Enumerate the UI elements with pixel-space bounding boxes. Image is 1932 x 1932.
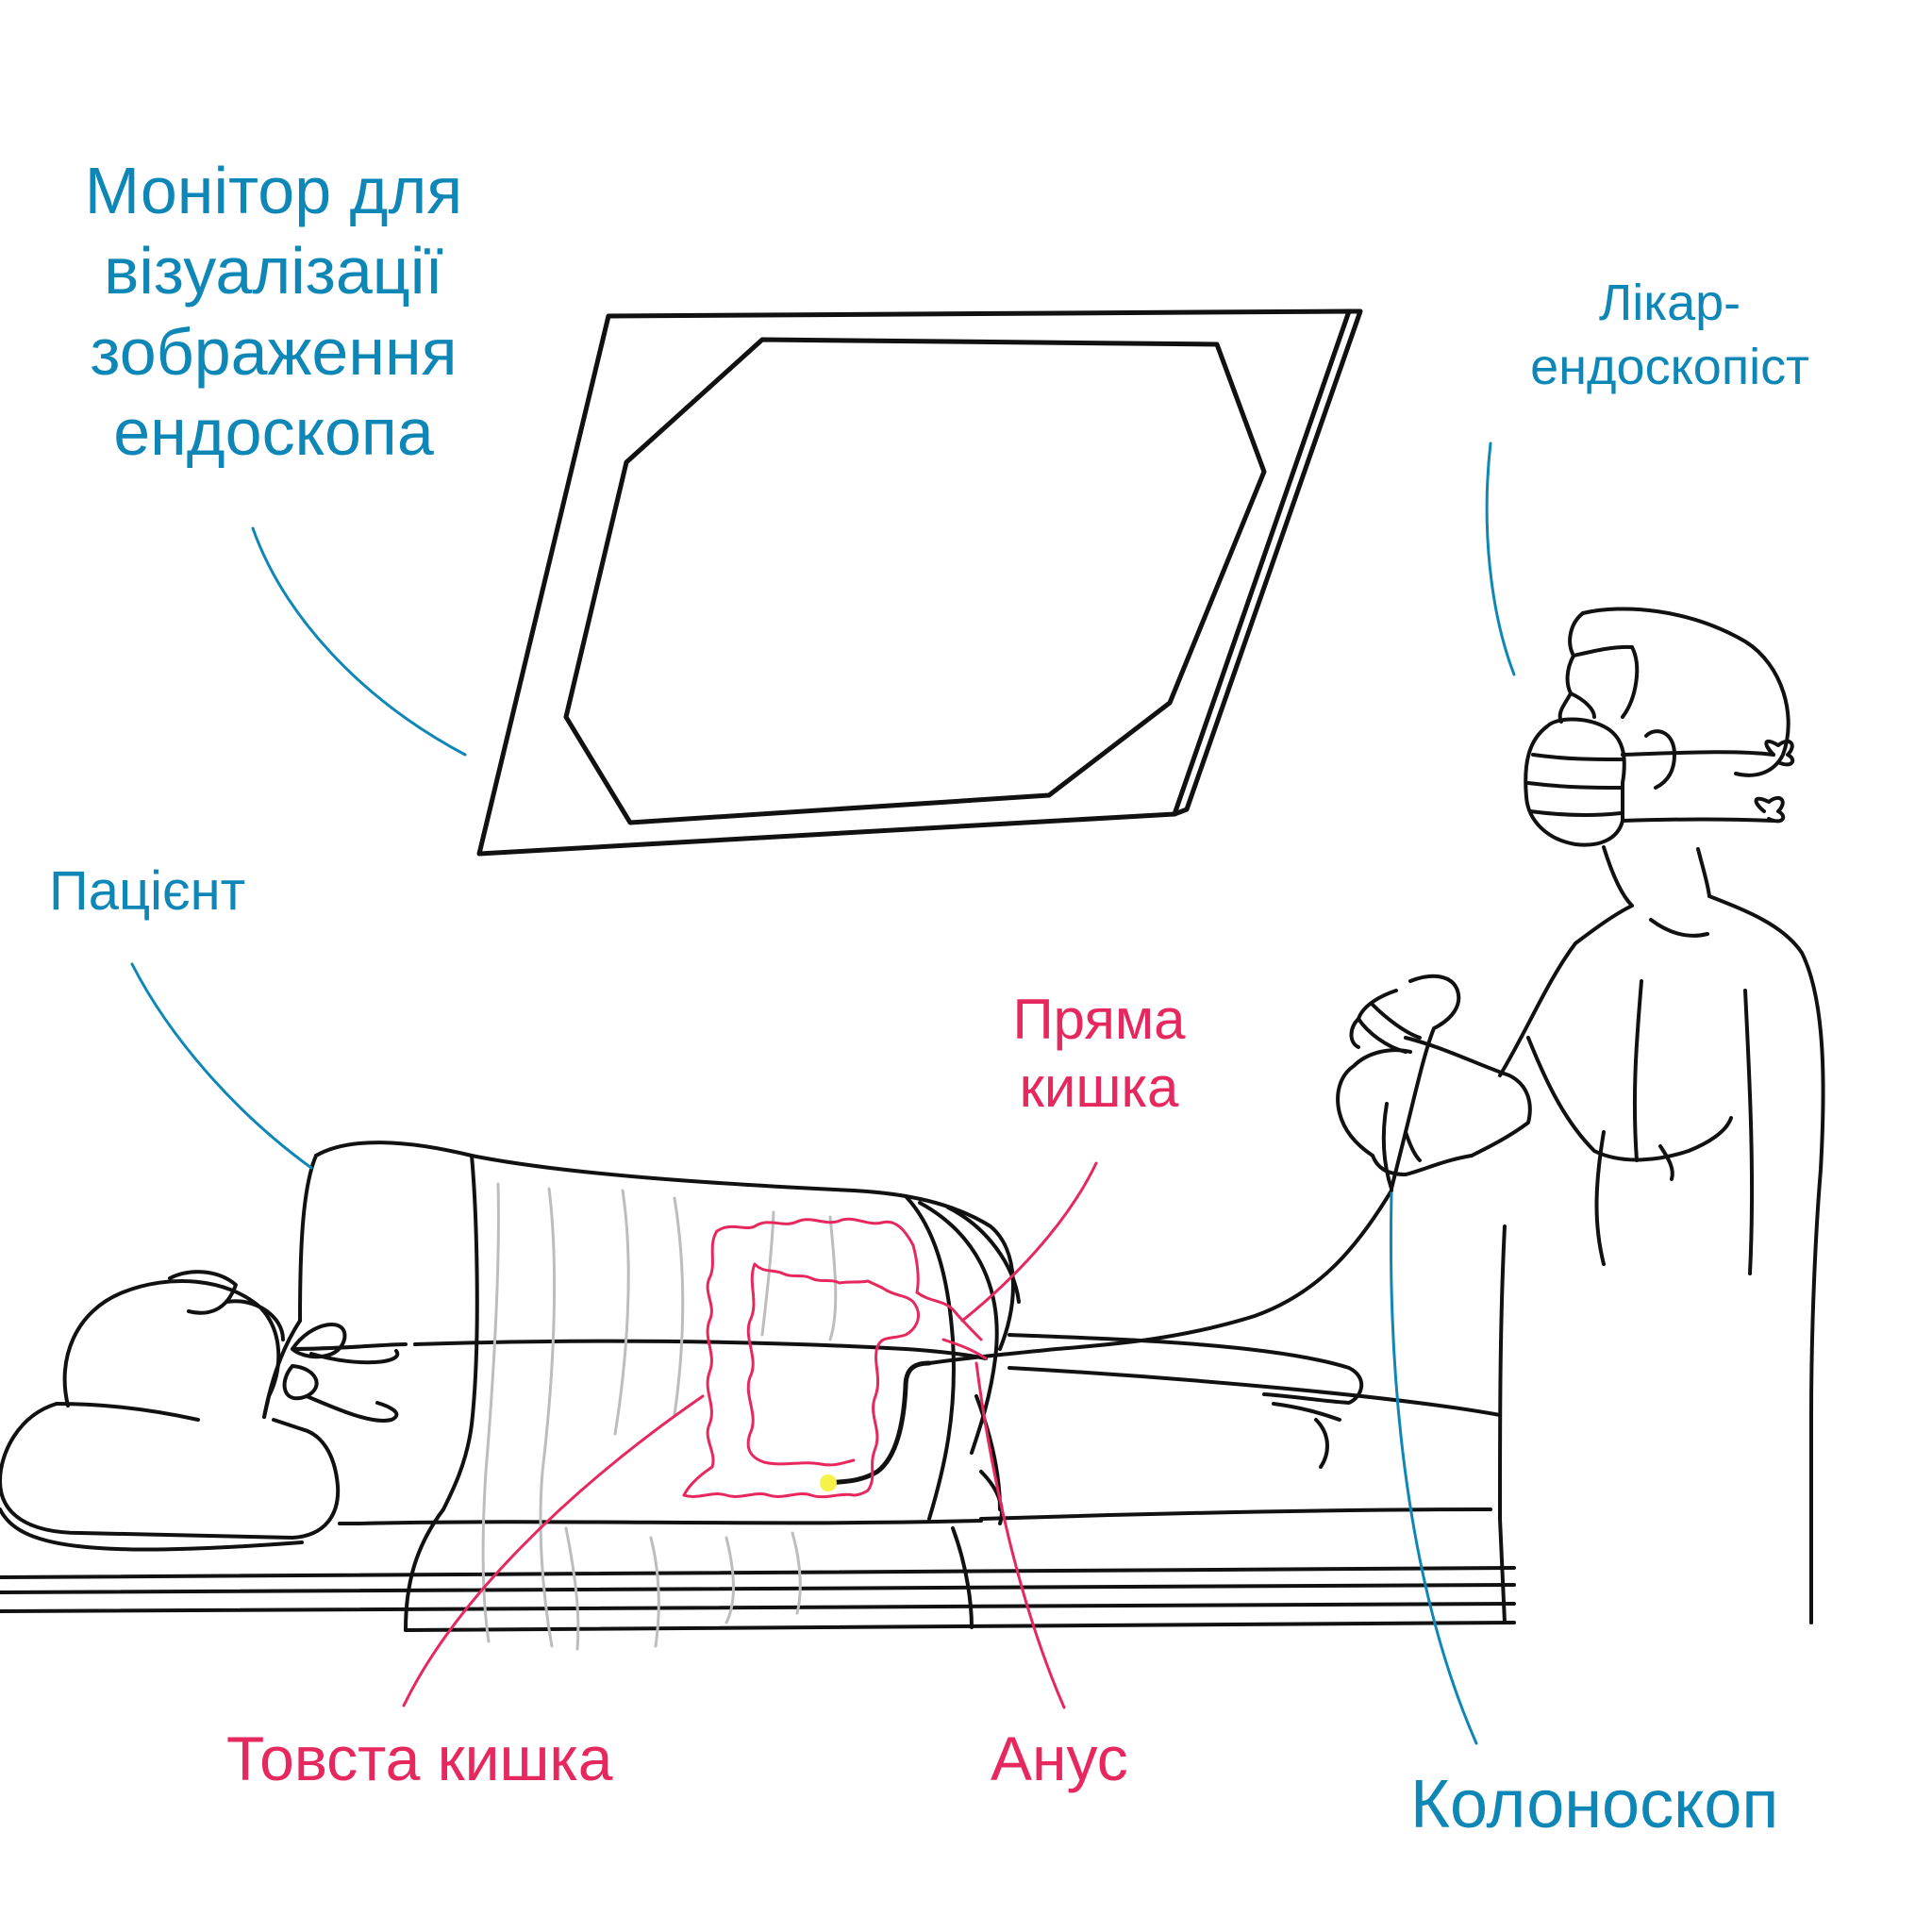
table-edge-3 <box>406 1623 1514 1630</box>
monitor-screen <box>566 340 1264 823</box>
leader-colonoscope <box>1391 1193 1476 1743</box>
doctor <box>1338 608 1823 1623</box>
gown-tie-upper <box>292 1324 344 1357</box>
monitor <box>479 311 1360 854</box>
label-colonoscope: Колоноскоп <box>1410 1767 1779 1842</box>
pillow <box>0 1404 338 1549</box>
doctor-hands <box>1338 1050 1410 1156</box>
doctor-ear <box>1646 731 1674 788</box>
label-monitor: Монітор для візуалізації зображення ендо… <box>84 154 463 470</box>
doctor-forearm <box>1406 1038 1530 1156</box>
leader-lines <box>132 443 1514 1743</box>
table-edge-1 <box>0 1585 1514 1592</box>
leader-colon <box>404 1396 703 1706</box>
table-edge-2 <box>0 1604 1514 1611</box>
table-top <box>0 1568 1514 1577</box>
colonoscope-tip <box>820 1474 837 1491</box>
colonoscope-inside <box>830 1363 929 1483</box>
label-anus: Анус <box>991 1724 1128 1793</box>
drape-folds <box>483 1184 836 1649</box>
colon <box>684 1219 986 1496</box>
gown-back <box>415 1341 986 1358</box>
colonoscope-handle <box>1391 976 1458 1189</box>
monitor-depth-edge <box>1174 311 1360 814</box>
patient-leg <box>1009 1335 1361 1403</box>
leader-anus <box>976 1363 1064 1707</box>
label-colon: Товста кишка <box>226 1724 613 1793</box>
patient-head <box>65 1281 279 1417</box>
doctor-cap <box>1583 608 1789 774</box>
label-doctor: Лікар-ендоскопіст <box>1530 275 1809 395</box>
doctor-face <box>1560 656 1574 722</box>
leader-patient <box>132 964 311 1168</box>
colonoscope-tube <box>929 1191 1391 1363</box>
doctor-mask <box>1525 720 1624 845</box>
exam-table <box>0 1568 1514 1630</box>
patient-shoulder <box>316 1142 1013 1349</box>
label-patient: Пацієнт <box>49 860 246 922</box>
doctor-scrubs <box>1500 906 1632 1075</box>
doctor-sleeve <box>1528 1038 1731 1159</box>
leader-rectum <box>962 1163 1096 1321</box>
patient <box>65 1142 1500 1630</box>
leader-doctor <box>1487 443 1514 675</box>
patient-hip <box>906 1196 954 1519</box>
leader-monitor <box>253 528 465 755</box>
label-rectum: Пряма кишка <box>1012 988 1186 1119</box>
gown-tie-lower <box>285 1366 317 1398</box>
